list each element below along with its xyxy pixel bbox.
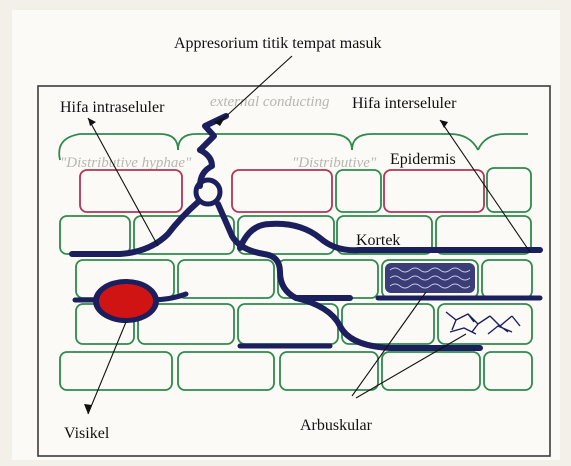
label-appresorium: Appresorium titik tempat masuk [174,35,382,52]
label-hifa-intraseluler: Hifa intraseluler [60,99,165,116]
ghost-text: external conducting [210,94,330,110]
page-background [12,10,560,460]
vesicle [93,279,159,323]
label-kortek: Kortek [356,232,400,249]
ghost-text: "Distributive hyphae" [60,155,192,171]
label-arbuskular: Arbuskular [300,417,373,434]
ghost-text: "Distributive" [292,155,377,171]
label-hifa-interseluler: Hifa interseluler [352,95,457,112]
label-visikel: Visikel [64,425,110,442]
arbuscule-dense [385,263,475,293]
label-epidermis: Epidermis [390,151,456,168]
